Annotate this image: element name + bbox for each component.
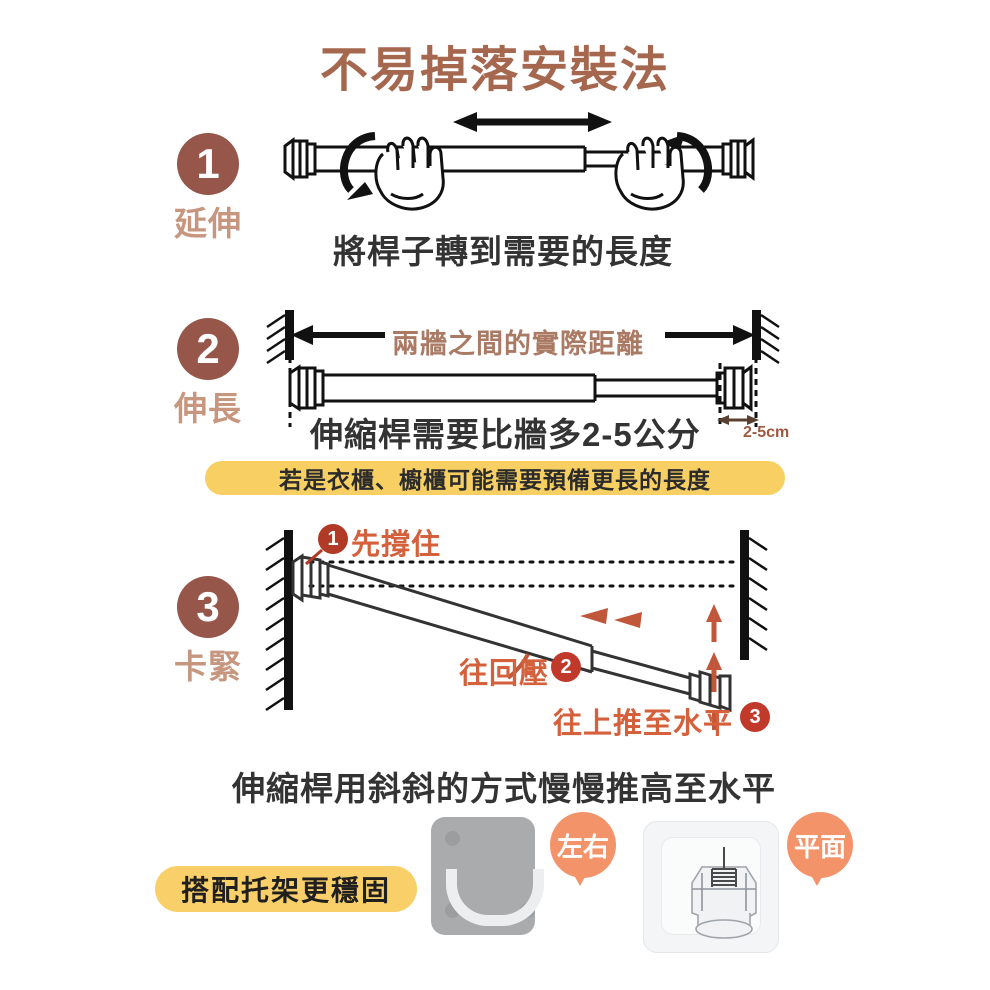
step-3-annotation-1: 先撐住 bbox=[351, 529, 442, 561]
footer-banner-text: 搭配托架更穩固 bbox=[180, 875, 391, 906]
page-title: 不易掉落安裝法 bbox=[319, 44, 670, 97]
step-2-caption: 伸縮桿需要比牆多2-5公分 bbox=[310, 416, 701, 453]
bracket-hole-top-left bbox=[445, 831, 460, 846]
step-2-dimension-label: 兩牆之間的實際距離 bbox=[392, 329, 644, 359]
step-3-annotation-2: 往回壓 bbox=[459, 658, 550, 690]
step-2-tip-banner: 若是衣櫃、櫥櫃可能需要預備更長的長度 bbox=[205, 461, 785, 495]
step-2-illustration bbox=[266, 310, 780, 427]
step-2-tip-text: 若是衣櫃、櫥櫃可能需要預備更長的長度 bbox=[279, 467, 711, 493]
step-1-illustration bbox=[283, 112, 755, 211]
product-badge-right-text: 平面 bbox=[793, 831, 846, 862]
step-3-illustration bbox=[265, 530, 768, 730]
step-3-marker-3: 3 bbox=[740, 702, 770, 732]
step-3-marker-1: 1 bbox=[318, 524, 348, 554]
step-2-measure-note: 2-5cm bbox=[743, 424, 790, 441]
step-3-marker-2: 2 bbox=[551, 652, 581, 682]
step-1-label: 延伸 bbox=[174, 205, 242, 242]
step-2-label: 伸長 bbox=[174, 390, 242, 427]
step-3-label: 卡緊 bbox=[174, 648, 242, 685]
step-1-number: 1 bbox=[177, 133, 239, 195]
step-3-number: 3 bbox=[177, 576, 239, 638]
flat-mount-clip-mechanism bbox=[691, 847, 757, 939]
product-badge-left-text: 左右 bbox=[556, 831, 609, 862]
product-badge-left: 左右 bbox=[550, 812, 616, 878]
step-3-caption: 伸縮桿用斜斜的方式慢慢推高至水平 bbox=[232, 770, 776, 807]
step-2-number: 2 bbox=[177, 318, 239, 380]
bracket-cradle bbox=[446, 869, 544, 926]
product-badge-right: 平面 bbox=[787, 812, 853, 878]
step-1-badge: 1 延伸 bbox=[153, 133, 263, 245]
step-1-caption: 將桿子轉到需要的長度 bbox=[333, 233, 673, 270]
footer-banner: 搭配托架更穩固 bbox=[155, 866, 417, 912]
step-2-badge: 2 伸長 bbox=[153, 318, 263, 430]
step-3-badge: 3 卡緊 bbox=[153, 576, 263, 688]
step-3-annotation-3: 往上推至水平 bbox=[553, 708, 734, 740]
